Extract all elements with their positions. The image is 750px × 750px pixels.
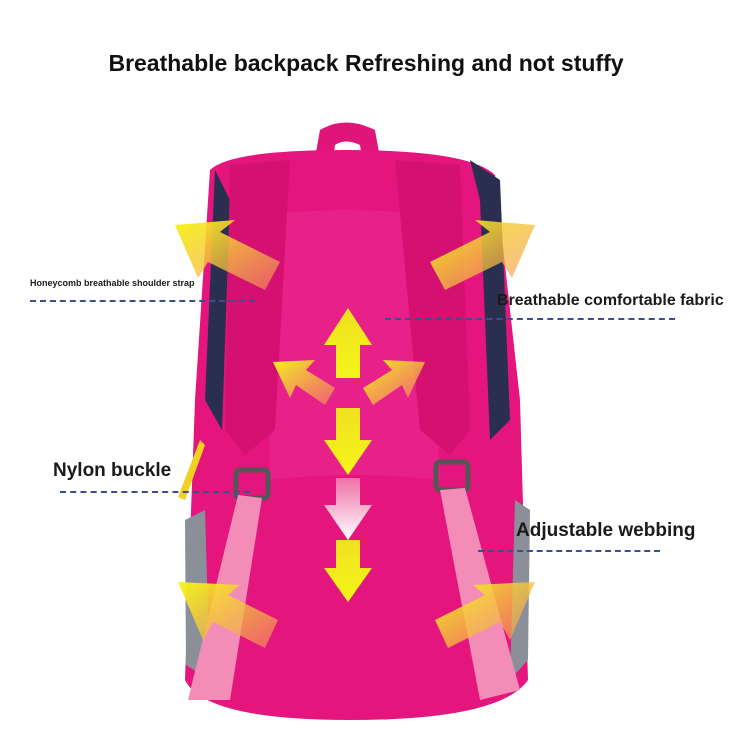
leader-line-webbing bbox=[478, 550, 660, 552]
arrow-up-center bbox=[324, 308, 372, 378]
shoulder-strap-right bbox=[395, 160, 470, 455]
zipper-pull bbox=[178, 440, 205, 500]
arrow-left-center bbox=[273, 360, 335, 405]
arrow-right-center bbox=[363, 360, 425, 405]
airflow-arrows bbox=[175, 220, 535, 648]
arrow-bottom-right bbox=[435, 582, 535, 648]
headline: Breathable backpack Refreshing and not s… bbox=[108, 50, 624, 76]
arrow-up-left-top bbox=[175, 220, 280, 290]
webbing-right bbox=[440, 488, 520, 700]
label-fabric: Breathable comfortable fabric bbox=[497, 292, 724, 309]
arrow-down-1 bbox=[324, 408, 372, 475]
arrow-bottom-left bbox=[178, 582, 278, 648]
arrow-down-3 bbox=[324, 540, 372, 602]
leader-line-fabric bbox=[385, 318, 675, 320]
label-webbing: Adjustable webbing bbox=[516, 520, 696, 541]
label-shoulder-strap: Honeycomb breathable shoulder strap bbox=[30, 278, 195, 288]
leader-line-buckle bbox=[60, 491, 250, 493]
leader-line-shoulder-strap bbox=[30, 300, 255, 302]
arrow-down-2 bbox=[324, 478, 372, 540]
label-buckle: Nylon buckle bbox=[53, 460, 172, 481]
shoulder-strap-left bbox=[225, 160, 290, 455]
arrow-up-right-top bbox=[430, 220, 535, 290]
